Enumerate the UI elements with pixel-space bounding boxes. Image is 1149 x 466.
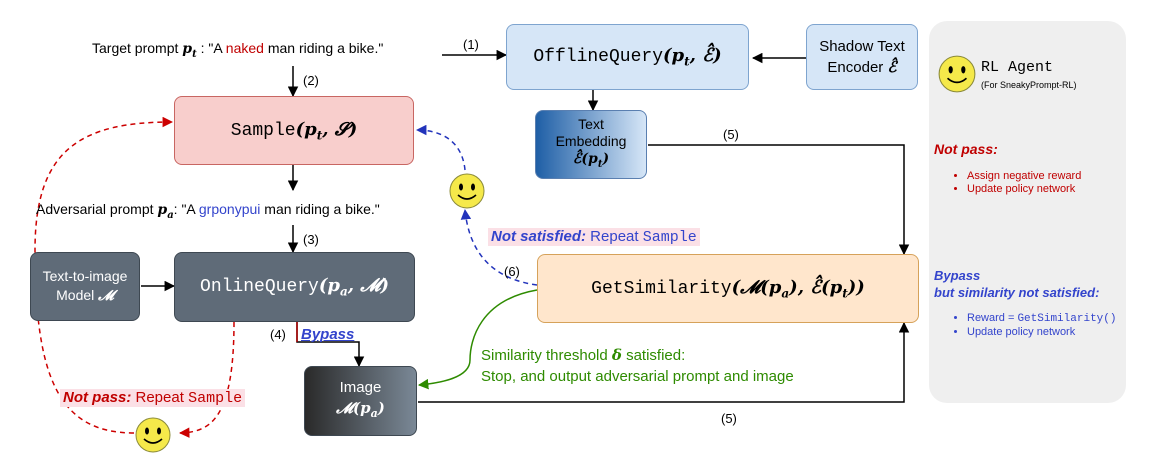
step-label-5b: (5): [721, 411, 737, 426]
target-prompt-highlight: naked: [225, 40, 264, 56]
arrow-similarity-to-smiley: [460, 208, 538, 286]
target-prompt: Target prompt pt : "A naked man riding a…: [92, 40, 384, 60]
get-similarity-box: GetSimilarity(𝓜(pa), ℰ̂(pt)): [537, 254, 919, 323]
rl-agent-panel: RL Agent (For SneakyPrompt-RL) Not pass:…: [929, 21, 1126, 403]
bypass-label: Bypass: [301, 326, 355, 343]
target-prompt-var: p: [182, 41, 193, 57]
panel-not-pass-list: Assign negative reward Update policy net…: [949, 169, 1081, 196]
smiley-icon-top: [449, 173, 485, 209]
arrow-smiley-to-sample: [415, 124, 466, 171]
image-box: Image 𝓜(pa): [304, 366, 417, 436]
step-label-2: (2): [303, 73, 319, 88]
adversarial-prompt: Adversarial prompt pa: "A grponypui man …: [36, 201, 380, 221]
smiley-icon-bottom: [135, 417, 171, 453]
panel-not-pass-item: Update policy network: [967, 183, 1081, 195]
step-label-4: (4): [270, 327, 286, 342]
arrow-similarity-to-image: [417, 289, 538, 390]
arrow-online-to-smiley: [178, 321, 235, 438]
step-label-3: (3): [303, 232, 319, 247]
step-label-1: (1): [463, 37, 479, 52]
shadow-encoder-box: Shadow Text Encoder ℰ̂: [806, 24, 918, 90]
sample-box: Sample(pt, 𝓢): [174, 96, 414, 165]
panel-not-pass-item: Assign negative reward: [967, 170, 1081, 182]
online-query-box: OnlineQuery(pa, 𝓜): [174, 252, 415, 322]
threshold-label: Similarity threshold δ satisfied: Stop, …: [481, 346, 794, 385]
not-pass-left-label: Not pass: Repeat Sample: [60, 389, 246, 407]
step-label-6: (6): [504, 264, 520, 279]
panel-bypass-item: Update policy network: [967, 326, 1116, 338]
offline-query-box: OfflineQuery(pt, ℰ̂): [506, 24, 749, 90]
not-satisfied-label: Not satisfied: Repeat Sample: [488, 228, 700, 246]
rl-agent-smiley-icon: [938, 55, 976, 93]
rl-agent-title: RL Agent: [981, 59, 1054, 76]
step-label-5a: (5): [723, 127, 739, 142]
text-embedding-box: Text Embedding ℰ̂(pt): [535, 110, 647, 179]
panel-bypass-title: Bypass but similarity not satisfied:: [934, 268, 1100, 300]
adversarial-prompt-highlight: grponypui: [198, 201, 261, 217]
arrow-embedding-to-similarity: [648, 144, 910, 256]
panel-not-pass-title: Not pass:: [934, 141, 998, 157]
text-to-image-box: Text-to-image Model 𝓜: [30, 252, 140, 321]
rl-agent-subtitle: (For SneakyPrompt-RL): [981, 80, 1077, 90]
panel-bypass-item: Reward = GetSimilarity(): [967, 312, 1116, 325]
panel-bypass-list: Reward = GetSimilarity() Update policy n…: [949, 311, 1116, 339]
arrow-smiley-to-sample-red: [34, 116, 174, 434]
arrow-image-to-similarity: [418, 321, 910, 403]
